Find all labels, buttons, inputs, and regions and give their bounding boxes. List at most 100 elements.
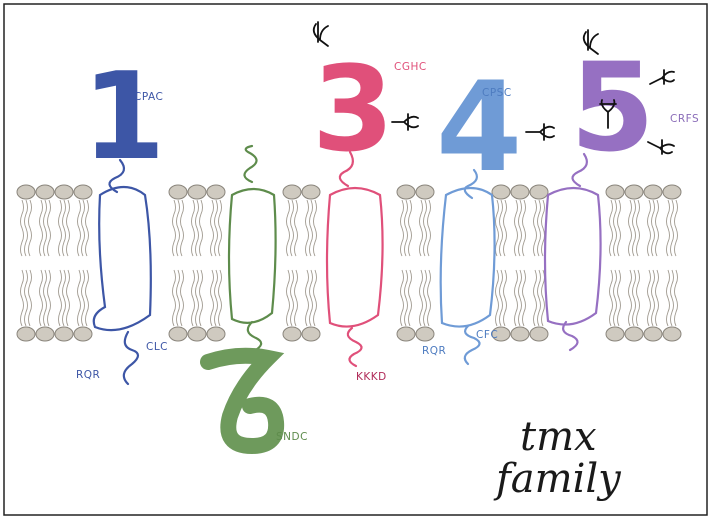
tmx4-motif-rqr: RQR <box>422 345 446 357</box>
lipid-tail <box>618 200 621 256</box>
lipid-tail <box>500 270 503 326</box>
lipid-head <box>606 327 624 341</box>
lipid-tail <box>295 270 298 326</box>
lipid-tail <box>291 200 294 256</box>
lipid-tail <box>538 200 541 256</box>
lipid-tail <box>629 270 632 326</box>
lipid-tail <box>424 270 427 326</box>
lipid-tail <box>496 200 499 256</box>
lipid-tail <box>200 270 203 326</box>
lipid-tail <box>25 200 28 256</box>
lipid-tail <box>542 270 545 326</box>
tmx4-protein: 4 CPSC CFC RQR <box>422 56 522 364</box>
lipid-head <box>55 185 73 199</box>
lipid-tail <box>25 270 28 326</box>
lipid-tail <box>219 270 222 326</box>
lipid-tail <box>652 200 655 256</box>
lipid-tail <box>48 200 51 256</box>
tmx4-motif-cpsc: CPSC <box>482 87 512 99</box>
lipid-head <box>207 185 225 199</box>
lipid-tail <box>211 200 214 256</box>
lipid-head <box>302 185 320 199</box>
lipid-tail <box>618 270 621 326</box>
lipid-tail <box>405 270 408 326</box>
tmx1-motif-clc: CLC <box>146 341 168 353</box>
lipid-tail <box>519 270 522 326</box>
lipid-tail <box>181 270 184 326</box>
lipid-head <box>416 185 434 199</box>
lipid-tail <box>82 270 85 326</box>
tmx3-barrel <box>327 188 383 327</box>
tmx1-motif-cpac: CPAC <box>134 91 163 103</box>
tmx2-motif-sndc: SNDC <box>276 431 308 443</box>
lipid-tail <box>424 200 427 256</box>
lipid-head <box>17 185 35 199</box>
lipid-tail <box>63 270 66 326</box>
lipid-tail <box>314 200 317 256</box>
tmx4-numeral: 4 <box>436 56 522 200</box>
lipid-head <box>625 327 643 341</box>
lipid-tail <box>671 200 674 256</box>
lipid-tail <box>310 270 313 326</box>
lipid-tail <box>656 200 659 256</box>
lipid-tail <box>428 270 431 326</box>
lipid-head <box>55 327 73 341</box>
lipid-tail <box>504 200 507 256</box>
lipid-tail <box>291 270 294 326</box>
tmx5-tail <box>563 322 577 350</box>
lipid-tail <box>86 200 89 256</box>
lipid-tail <box>82 200 85 256</box>
lipid-tail <box>629 200 632 256</box>
tmx2-numeral-shape <box>208 356 276 446</box>
lipid-tail <box>610 200 613 256</box>
tmx4-barrel <box>441 188 495 327</box>
lipid-tail <box>78 270 81 326</box>
lipid-tail <box>656 270 659 326</box>
lipid-head <box>663 327 681 341</box>
lipid-tail <box>401 200 404 256</box>
lipid-tail <box>504 270 507 326</box>
lipid-tail <box>534 200 537 256</box>
lipid-tail <box>173 200 176 256</box>
lipid-tail <box>306 200 309 256</box>
tmx1-motif-rqr: RQR <box>76 369 100 381</box>
lipid-tail <box>29 270 32 326</box>
lipid-tail <box>667 270 670 326</box>
lipid-head <box>169 185 187 199</box>
lipid-tail <box>29 200 32 256</box>
lipid-head <box>530 327 548 341</box>
lipid-head <box>644 327 662 341</box>
lipid-head <box>302 327 320 341</box>
lipid-tail <box>409 200 412 256</box>
lipid-tail <box>637 200 640 256</box>
lipid-tail <box>648 200 651 256</box>
lipid-head <box>416 327 434 341</box>
lipid-head <box>283 327 301 341</box>
lipid-tail <box>652 270 655 326</box>
tmx1-tail <box>124 332 138 384</box>
lipid-tail <box>21 200 24 256</box>
lipid-tail <box>523 200 526 256</box>
lipid-tail <box>215 270 218 326</box>
lipid-tail <box>409 270 412 326</box>
lipid-tail <box>500 200 503 256</box>
lipid-tail <box>177 200 180 256</box>
lipid-tail <box>59 270 62 326</box>
lipid-tail <box>215 200 218 256</box>
lipid-tail <box>44 200 47 256</box>
lipid-head <box>169 327 187 341</box>
tmx5-motif-crfs: CRFS <box>670 113 699 125</box>
lipid-tail <box>428 200 431 256</box>
glycan-icon <box>526 124 554 140</box>
lipid-tail <box>44 270 47 326</box>
lipid-tail <box>295 200 298 256</box>
tmx1-barrel <box>94 187 151 330</box>
lipid-tail <box>196 270 199 326</box>
lipid-tail <box>534 270 537 326</box>
lipid-tail <box>86 270 89 326</box>
lipid-head <box>74 327 92 341</box>
lipid-tails <box>21 200 678 326</box>
lipid-head <box>36 185 54 199</box>
tmx5-barrel <box>545 188 601 325</box>
